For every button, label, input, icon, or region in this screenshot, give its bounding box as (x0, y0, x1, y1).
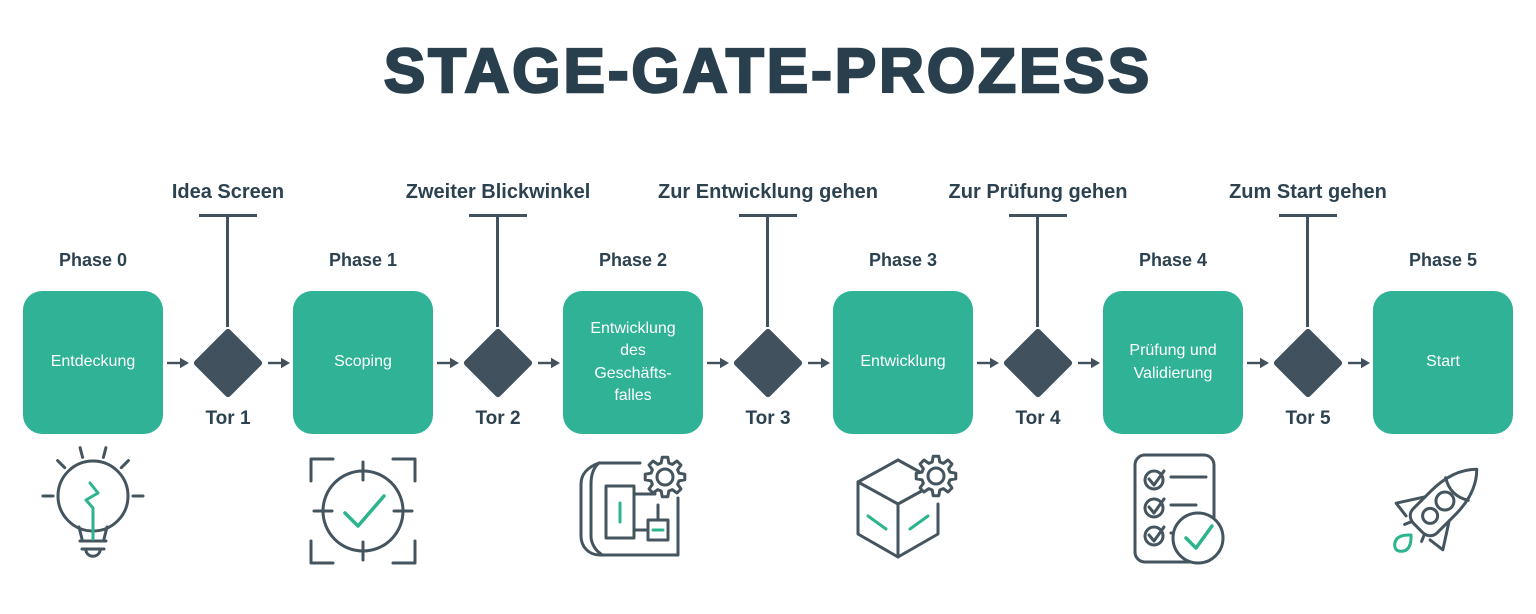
arrow-icon (1348, 357, 1370, 369)
gate-label-3: Tor 3 (745, 408, 791, 429)
phase-label-3: Phase 3 (868, 250, 938, 270)
phase-block-geschaeftsfall: Entwicklung des Geschäfts- falles (563, 291, 703, 434)
gate-diamond-5 (1272, 327, 1344, 399)
arrow-icon (977, 357, 999, 369)
gate-diamond-3 (732, 327, 804, 399)
gate-connector-stem-5 (1306, 214, 1309, 327)
gate-connector-stem-2 (496, 214, 499, 327)
gate-label-4: Tor 4 (1015, 408, 1061, 429)
checklist-check-icon (1133, 453, 1225, 565)
gate-connector-stem-1 (226, 214, 229, 327)
phase-label-4: Phase 4 (1138, 250, 1208, 270)
gate-label-1: Tor 1 (205, 408, 251, 429)
gate-criterion-1: Idea Screen (171, 181, 285, 203)
viewfinder-check-icon (309, 457, 417, 565)
phase-block-pruefung: Prüfung und Validierung (1103, 291, 1243, 434)
gate-connector-stem-4 (1036, 214, 1039, 327)
arrow-icon (808, 357, 830, 369)
arrow-icon (1247, 357, 1269, 369)
gate-criterion-3: Zur Entwicklung gehen (657, 181, 878, 203)
phase-block-entdeckung: Entdeckung (23, 291, 163, 434)
phase-block-entwicklung: Entwicklung (833, 291, 973, 434)
phase-label-0: Phase 0 (58, 250, 128, 270)
blueprint-gear-icon (579, 455, 687, 557)
arrow-icon (707, 357, 729, 369)
gate-connector-stem-3 (766, 214, 769, 327)
arrow-icon (268, 357, 290, 369)
rocket-icon (1393, 467, 1479, 553)
gate-label-5: Tor 5 (1285, 408, 1331, 429)
arrow-icon (437, 357, 459, 369)
phase-block-start: Start (1373, 291, 1513, 434)
arrow-icon (538, 357, 560, 369)
gate-diamond-2 (462, 327, 534, 399)
phase-block-scoping: Scoping (293, 291, 433, 434)
page-title: STAGE-GATE-PROZESS (383, 36, 1153, 108)
gate-criterion-2: Zweiter Blickwinkel (405, 181, 591, 203)
gate-criterion-4: Zur Prüfung gehen (948, 181, 1128, 203)
phase-label-2: Phase 2 (598, 250, 668, 270)
gate-diamond-1 (192, 327, 264, 399)
arrow-icon (1078, 357, 1100, 369)
gate-diamond-4 (1002, 327, 1074, 399)
phase-label-1: Phase 1 (328, 250, 398, 270)
arrow-icon (167, 357, 189, 369)
phase-label-5: Phase 5 (1408, 250, 1478, 270)
cube-gear-icon (856, 454, 958, 559)
lightbulb-icon (41, 446, 145, 558)
gate-criterion-5: Zum Start gehen (1229, 181, 1387, 203)
gate-label-2: Tor 2 (475, 408, 521, 429)
